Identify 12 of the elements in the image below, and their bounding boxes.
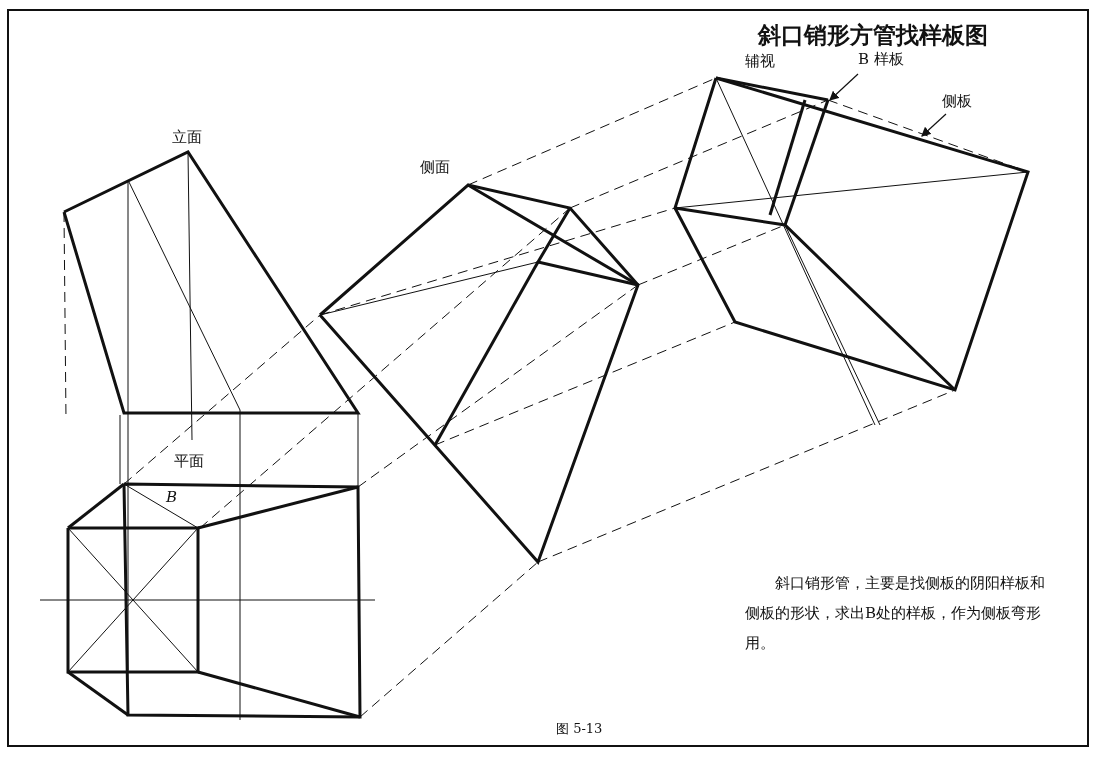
note-paragraph: 斜口销形管，主要是找侧板的阴阳样板和侧板的形状，求出B处的样板，作为侧板弯形用。 <box>745 573 1045 654</box>
view-label: 立面 <box>172 128 202 147</box>
figure-caption: 图 5-13 <box>556 720 603 738</box>
part-label: B 样板 <box>858 50 904 69</box>
view-label: 辅视 <box>745 52 775 71</box>
leader-line <box>921 113 947 137</box>
view-label: 侧面 <box>420 158 450 177</box>
part-label: 侧板 <box>942 92 972 111</box>
diagram-title: 斜口销形方管找样板图 <box>758 20 988 50</box>
point-label: B <box>166 488 178 506</box>
leader-line <box>829 73 859 101</box>
view-label: 平面 <box>174 452 204 471</box>
